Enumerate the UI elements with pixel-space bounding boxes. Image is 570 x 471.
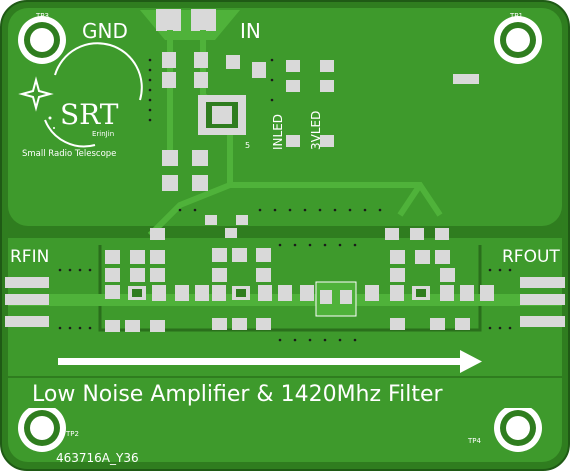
in-header-pad[interactable] (191, 9, 216, 31)
gnd-header-pad[interactable] (156, 9, 181, 31)
chip-pin-marker: 5 (245, 141, 250, 150)
title-band (8, 378, 562, 408)
tp3-label: TP3 (35, 12, 49, 20)
logo-sub-text: ErinJin (92, 130, 114, 138)
tp4-label: TP4 (467, 437, 481, 445)
rfin-ground-pad-bottom[interactable] (5, 316, 49, 327)
logo-arc (54, 42, 143, 101)
logo-tagline: Small Radio Telescope (22, 149, 116, 159)
qfn-chip-icon (198, 95, 246, 135)
mounting-hole-icon (494, 16, 542, 64)
rfout-label: RFOUT (502, 247, 560, 267)
amplifier-chip (128, 286, 430, 300)
sparkle-star-icon (18, 76, 54, 112)
rfout-ground-pad-top[interactable] (520, 277, 565, 288)
rfin-signal-pad[interactable] (5, 294, 49, 305)
logo-main-text: SRT (60, 98, 119, 131)
rfout-signal-pad[interactable] (520, 294, 565, 305)
in-label: IN (240, 19, 261, 43)
part-number-label: 463716A_Y36 (56, 451, 139, 465)
tp2-label: TP2 (65, 430, 79, 438)
srt-logo (18, 42, 143, 148)
output-pads (365, 228, 494, 330)
logo-arc-lower (44, 119, 96, 148)
top-smd-pads (162, 52, 479, 191)
led3v-label: 3VLED (309, 111, 323, 150)
board-title: Low Noise Amplifier & 1420Mhz Filter (32, 382, 443, 407)
tp1-label: TP1 (509, 12, 523, 20)
gnd-label: GND (82, 19, 128, 43)
rfout-ground-pad-bottom[interactable] (520, 316, 565, 327)
via-dots (58, 58, 512, 342)
mounting-hole-icon (494, 404, 542, 452)
mounting-hole-icon (18, 16, 66, 64)
amplifier-pads (105, 215, 314, 332)
rfin-ground-pad-top[interactable] (5, 277, 49, 288)
mounting-hole-icon (18, 404, 66, 452)
saw-filter (315, 281, 357, 317)
ground-pour-top (8, 8, 562, 226)
arrow-right-icon (58, 350, 482, 373)
inled-label: INLED (271, 114, 285, 150)
rfin-label: RFIN (10, 247, 49, 267)
